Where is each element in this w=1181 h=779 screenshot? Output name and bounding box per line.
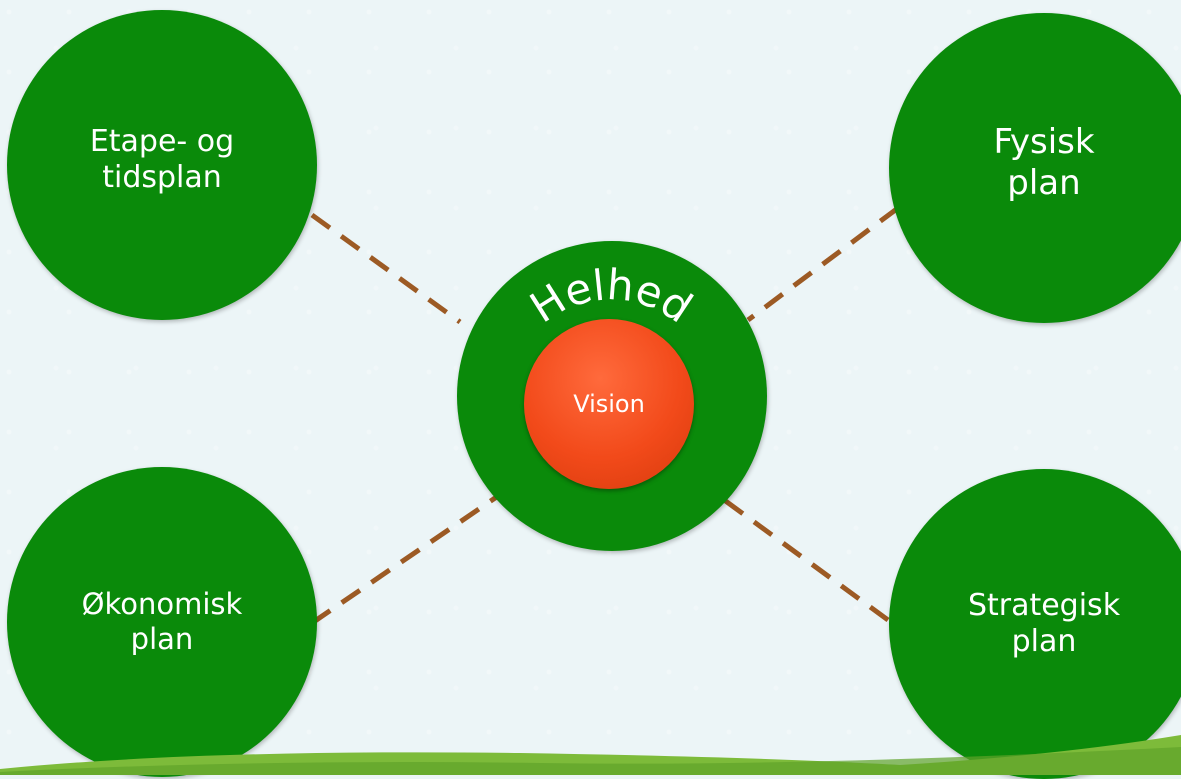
- node-strategisk-plan: Strategisk plan: [889, 469, 1181, 779]
- green-hill-decoration: [0, 735, 1181, 775]
- node-strategisk-label: Strategisk plan: [967, 588, 1121, 659]
- connector-okonomisk: [310, 493, 500, 626]
- connector-fysisk: [746, 205, 900, 323]
- vision-circle: Vision: [524, 319, 694, 489]
- node-fysisk-label: Fysisk plan: [993, 122, 1095, 203]
- node-okonomisk-plan: Økonomisk plan: [7, 467, 317, 777]
- node-etape-og-tidsplan: Etape- og tidsplan: [7, 10, 317, 320]
- connector-etape: [310, 212, 462, 325]
- node-fysisk-plan: Fysisk plan: [889, 13, 1181, 323]
- node-etape-label: Etape- og tidsplan: [89, 124, 235, 195]
- node-okonomisk-label: Økonomisk plan: [81, 587, 243, 656]
- vision-label: Vision: [573, 390, 645, 418]
